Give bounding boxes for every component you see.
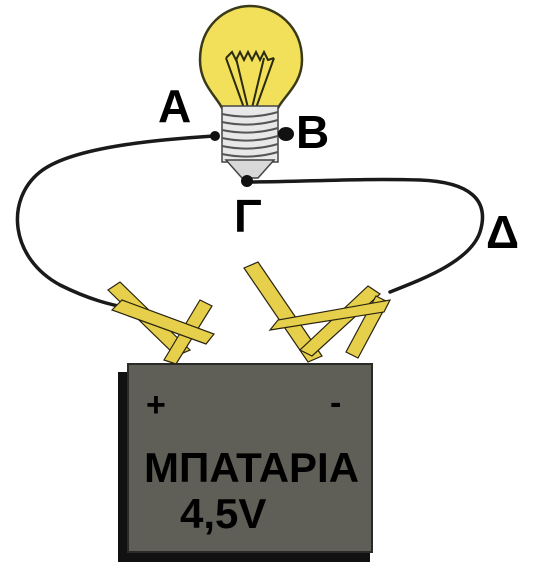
label-b: Β [296, 106, 329, 158]
right-terminal-strip-4 [268, 299, 392, 331]
label-d: Δ [486, 206, 519, 258]
battery: + - ΜΠΑΤΑΡΙΑ 4,5V [118, 363, 373, 562]
battery-minus-sign: - [330, 384, 341, 422]
bulb-base-threads [221, 111, 279, 158]
filament-support-right [255, 57, 275, 109]
battery-plus-sign: + [146, 386, 166, 424]
left-wire [15, 134, 216, 310]
filament-support-mid-left [235, 57, 249, 109]
terminal-strips [107, 261, 392, 365]
battery-name: ΜΠΑΤΑΡΙΑ [144, 444, 359, 491]
point-b-dot [278, 127, 294, 141]
point-g-dot [241, 175, 253, 187]
battery-voltage: 4,5V [180, 490, 266, 537]
contact-points [210, 127, 294, 187]
left-terminal-strip-3 [110, 299, 215, 345]
label-a: Α [158, 80, 191, 132]
right-terminal-strip-1 [243, 261, 323, 363]
filament-support-mid-right [251, 57, 265, 109]
bulb-screw-base [221, 105, 279, 179]
right-wire [245, 177, 485, 294]
wires [15, 134, 485, 310]
point-a-dot [210, 131, 220, 141]
battery-body [127, 363, 373, 553]
right-terminal-strip-2 [298, 285, 381, 357]
light-bulb [198, 4, 304, 179]
bulb-base-tip [224, 159, 276, 179]
label-g: Γ [234, 190, 262, 242]
filament-support-left [225, 57, 245, 109]
filament [225, 49, 275, 109]
